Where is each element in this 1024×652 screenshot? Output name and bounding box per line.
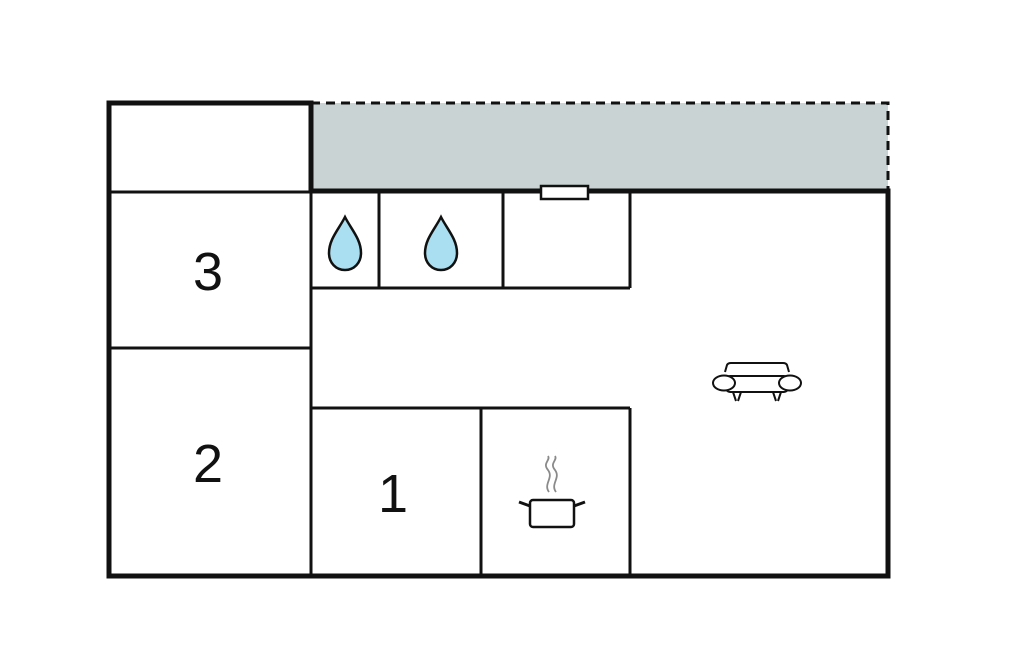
armchair-icon	[712, 362, 802, 402]
room-label-2: 2	[193, 434, 223, 494]
window	[539, 184, 590, 201]
terrace-dashed-border	[311, 101, 890, 191]
terrace-area	[311, 103, 888, 191]
room-label-1: 1	[378, 464, 408, 524]
water-drop-icon	[327, 214, 363, 272]
water-drop-icon	[423, 214, 459, 272]
cooking-pot-icon	[518, 455, 586, 529]
room-label-3: 3	[193, 242, 223, 302]
